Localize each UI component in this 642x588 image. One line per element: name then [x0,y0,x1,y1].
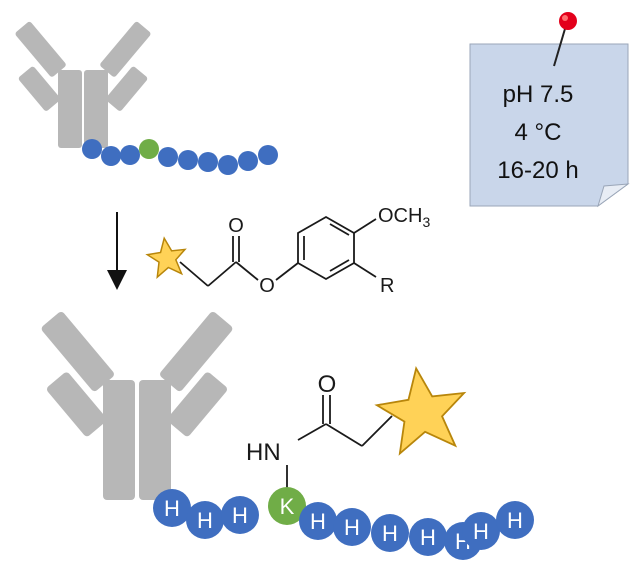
svg-text:H: H [232,503,248,528]
down-arrow-icon [107,212,127,290]
svg-text:H: H [164,496,180,521]
chain-bead: H [153,489,191,527]
chain-bead: H [371,514,409,552]
star-icon-product [374,366,467,456]
bead [198,152,218,172]
substituent-r: R [380,275,394,297]
chain-bead-lysine: K [268,487,306,525]
sticky-note: pH 7.5 4 °C 16-20 h [469,43,630,208]
svg-text:H: H [507,508,523,533]
chain-bead: H [186,501,224,539]
bead-chain-top [82,139,278,175]
amide-nh: HN [246,439,281,466]
svg-text:H: H [197,508,213,533]
bead [158,147,178,167]
bead [178,150,198,170]
methoxy-group: OCH3 [378,205,430,230]
reagent-structure: O O OCH3 R [145,205,430,297]
note-line-ph: pH 7.5 [503,81,574,108]
star-icon-reagent [145,236,187,279]
svg-text:H: H [473,519,489,544]
product-carbonyl-oxygen: O [318,371,337,398]
svg-text:H: H [420,525,436,550]
antibody-icon-top [15,21,151,148]
svg-text:H: H [382,521,398,546]
svg-text:H: H [310,509,326,534]
bead [101,146,121,166]
svg-text:K: K [280,494,295,519]
antibody-icon-bottom [41,311,233,500]
bead [82,139,102,159]
bead [238,151,258,171]
bead [218,155,238,175]
bead-chain-bottom: H H H K H H H H [153,487,534,560]
product-structure: O HN [246,366,467,490]
chain-bead: H [462,512,500,550]
bead-lysine [139,139,159,159]
reagent-carbonyl-oxygen: O [228,215,244,237]
bead [258,145,278,165]
svg-text:H: H [344,515,360,540]
chain-bead: H [409,518,447,556]
chain-bead: H [496,501,534,539]
chain-bead: H [299,502,337,540]
bead [120,145,140,165]
chain-bead: H [333,508,371,546]
chain-bead: H [221,496,259,534]
note-line-temperature: 4 °C [515,119,562,146]
note-line-time: 16-20 h [497,157,578,184]
methoxy-subscript: 3 [422,214,430,230]
push-pin-icon [553,12,577,67]
reagent-ester-oxygen: O [259,275,275,297]
